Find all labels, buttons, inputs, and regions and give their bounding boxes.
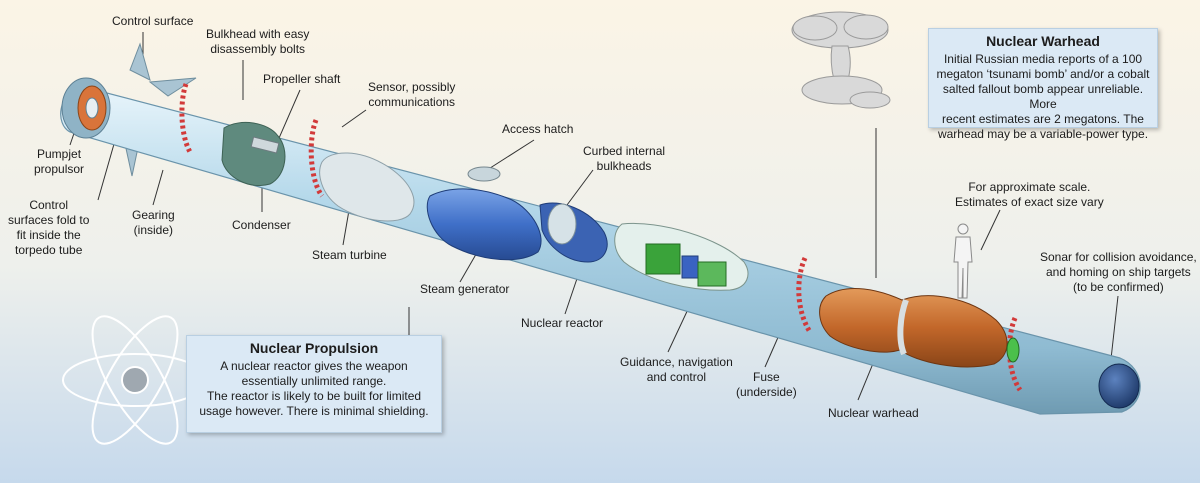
label-fuse: Fuse(underside) xyxy=(736,370,797,399)
label-control-surface: Control surface xyxy=(112,14,194,28)
torpedo-body xyxy=(60,42,1141,415)
warhead-box-line: Initial Russian media reports of a 100 xyxy=(943,52,1143,66)
label-gearing: Gearing(inside) xyxy=(132,208,175,237)
label-scale: For approximate scale.Estimates of exact… xyxy=(955,180,1104,209)
propulsion-box-line: usage however. There is minimal shieldin… xyxy=(199,404,429,418)
warhead-box-line: warhead may be a variable-power type. xyxy=(937,127,1149,141)
label-steam-turbine: Steam turbine xyxy=(312,248,387,262)
propulsion-box-title: Nuclear Propulsion xyxy=(249,340,379,356)
label-nuclear-reactor: Nuclear reactor xyxy=(521,316,604,330)
warhead-box-line: megaton ‘tsunami bomb’ and/or a cobalt xyxy=(936,67,1150,81)
label-condenser: Condenser xyxy=(232,218,291,232)
propulsion-box-line: The reactor is likely to be built for li… xyxy=(206,389,422,403)
warhead-box-line: recent estimates are 2 megatons. The xyxy=(942,112,1144,126)
warhead-info-box: Nuclear Warhead Initial Russian media re… xyxy=(928,28,1158,141)
propulsion-box-line: essentially unlimited range. xyxy=(241,374,387,388)
human-scale-icon xyxy=(953,223,973,299)
propulsion-box-line: A nuclear reactor gives the weapon xyxy=(220,359,408,373)
label-sonar: Sonar for collision avoidance,and homing… xyxy=(1040,250,1197,294)
propulsion-info-box: Nuclear Propulsion A nuclear reactor giv… xyxy=(186,335,442,433)
label-nuclear-warhead: Nuclear warhead xyxy=(828,406,919,420)
warhead-box-title: Nuclear Warhead xyxy=(986,33,1100,49)
label-steam-generator: Steam generator xyxy=(420,282,510,296)
mushroom-cloud-icon xyxy=(791,11,891,109)
label-access-hatch: Access hatch xyxy=(502,122,574,136)
warhead-box-line: salted fallout bomb appear unreliable. M… xyxy=(942,82,1144,111)
label-propeller-shaft: Propeller shaft xyxy=(263,72,341,86)
leader-lines xyxy=(69,32,1119,401)
